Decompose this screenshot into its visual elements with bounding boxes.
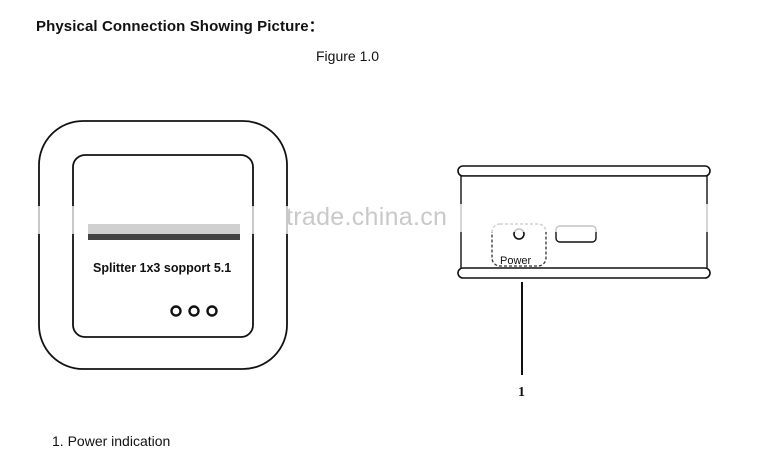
callout-number: 1 (518, 385, 525, 400)
indicator-light (170, 305, 182, 317)
watermark-band (36, 206, 292, 234)
watermark-band (452, 204, 722, 232)
footnote: 1. Power indication (52, 433, 170, 449)
top-rail (457, 165, 711, 177)
watermark: trade.china.cn (286, 203, 448, 231)
footnote-number: 1. (52, 433, 64, 449)
indicator-light (188, 305, 200, 317)
page-heading: Physical Connection Showing Picture： (36, 18, 324, 35)
power-port-outline (491, 223, 547, 267)
footnote-text: Power indication (67, 433, 171, 449)
device-front-view: Splitter 1x3 sopport 5.1 (36, 120, 292, 370)
product-text: Splitter 1x3 sopport 5.1 (93, 261, 231, 275)
device-label-panel (72, 154, 254, 338)
figure-caption: Figure 1.0 (316, 48, 380, 64)
bottom-rail (457, 267, 711, 279)
device-side-view: Power 1 (452, 165, 722, 400)
indicator-light (206, 305, 218, 317)
power-port-label: Power (500, 255, 532, 267)
